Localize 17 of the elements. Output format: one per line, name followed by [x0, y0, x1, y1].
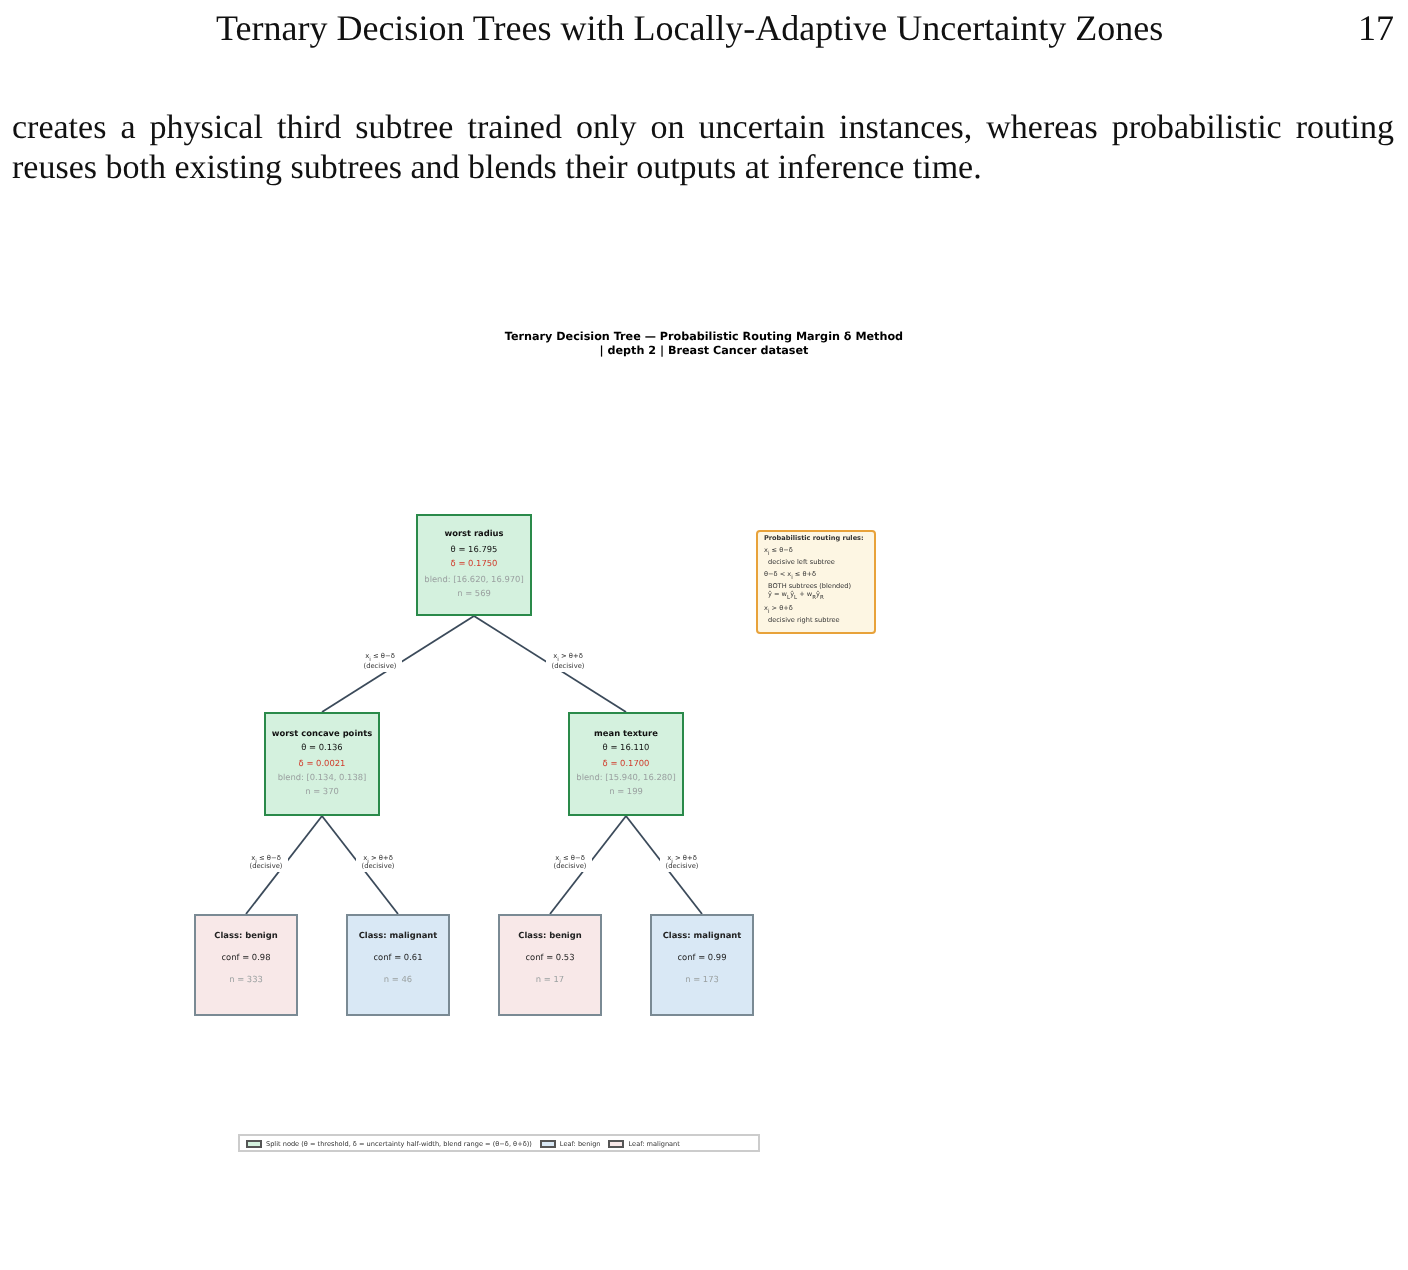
leaf-node-box	[194, 914, 298, 1016]
tree-branch-line	[321, 815, 399, 915]
leaf-node-box	[346, 914, 450, 1016]
leaf-node-box	[498, 914, 602, 1016]
split-node-box	[264, 712, 380, 816]
page-header-title: Ternary Decision Trees with Locally-Adaptive Uncertainty Zones	[216, 8, 1164, 52]
tree-branch-line	[625, 815, 703, 915]
split-node-box	[568, 712, 684, 816]
split-node-box	[416, 514, 532, 616]
tree-branch-line	[549, 815, 627, 915]
tree-branch-line	[473, 615, 627, 713]
tree-branch-line	[321, 615, 475, 713]
body-paragraph: creates a physical third subtree trained only on uncertain instances, whereas probabilistic routing reuses both existing subtrees and blends their outputs at inference time.	[12, 108, 1394, 189]
note-box	[756, 530, 876, 634]
page-number: 17	[1358, 8, 1394, 52]
tree-branch-line	[245, 815, 323, 915]
leaf-node-box	[650, 914, 754, 1016]
